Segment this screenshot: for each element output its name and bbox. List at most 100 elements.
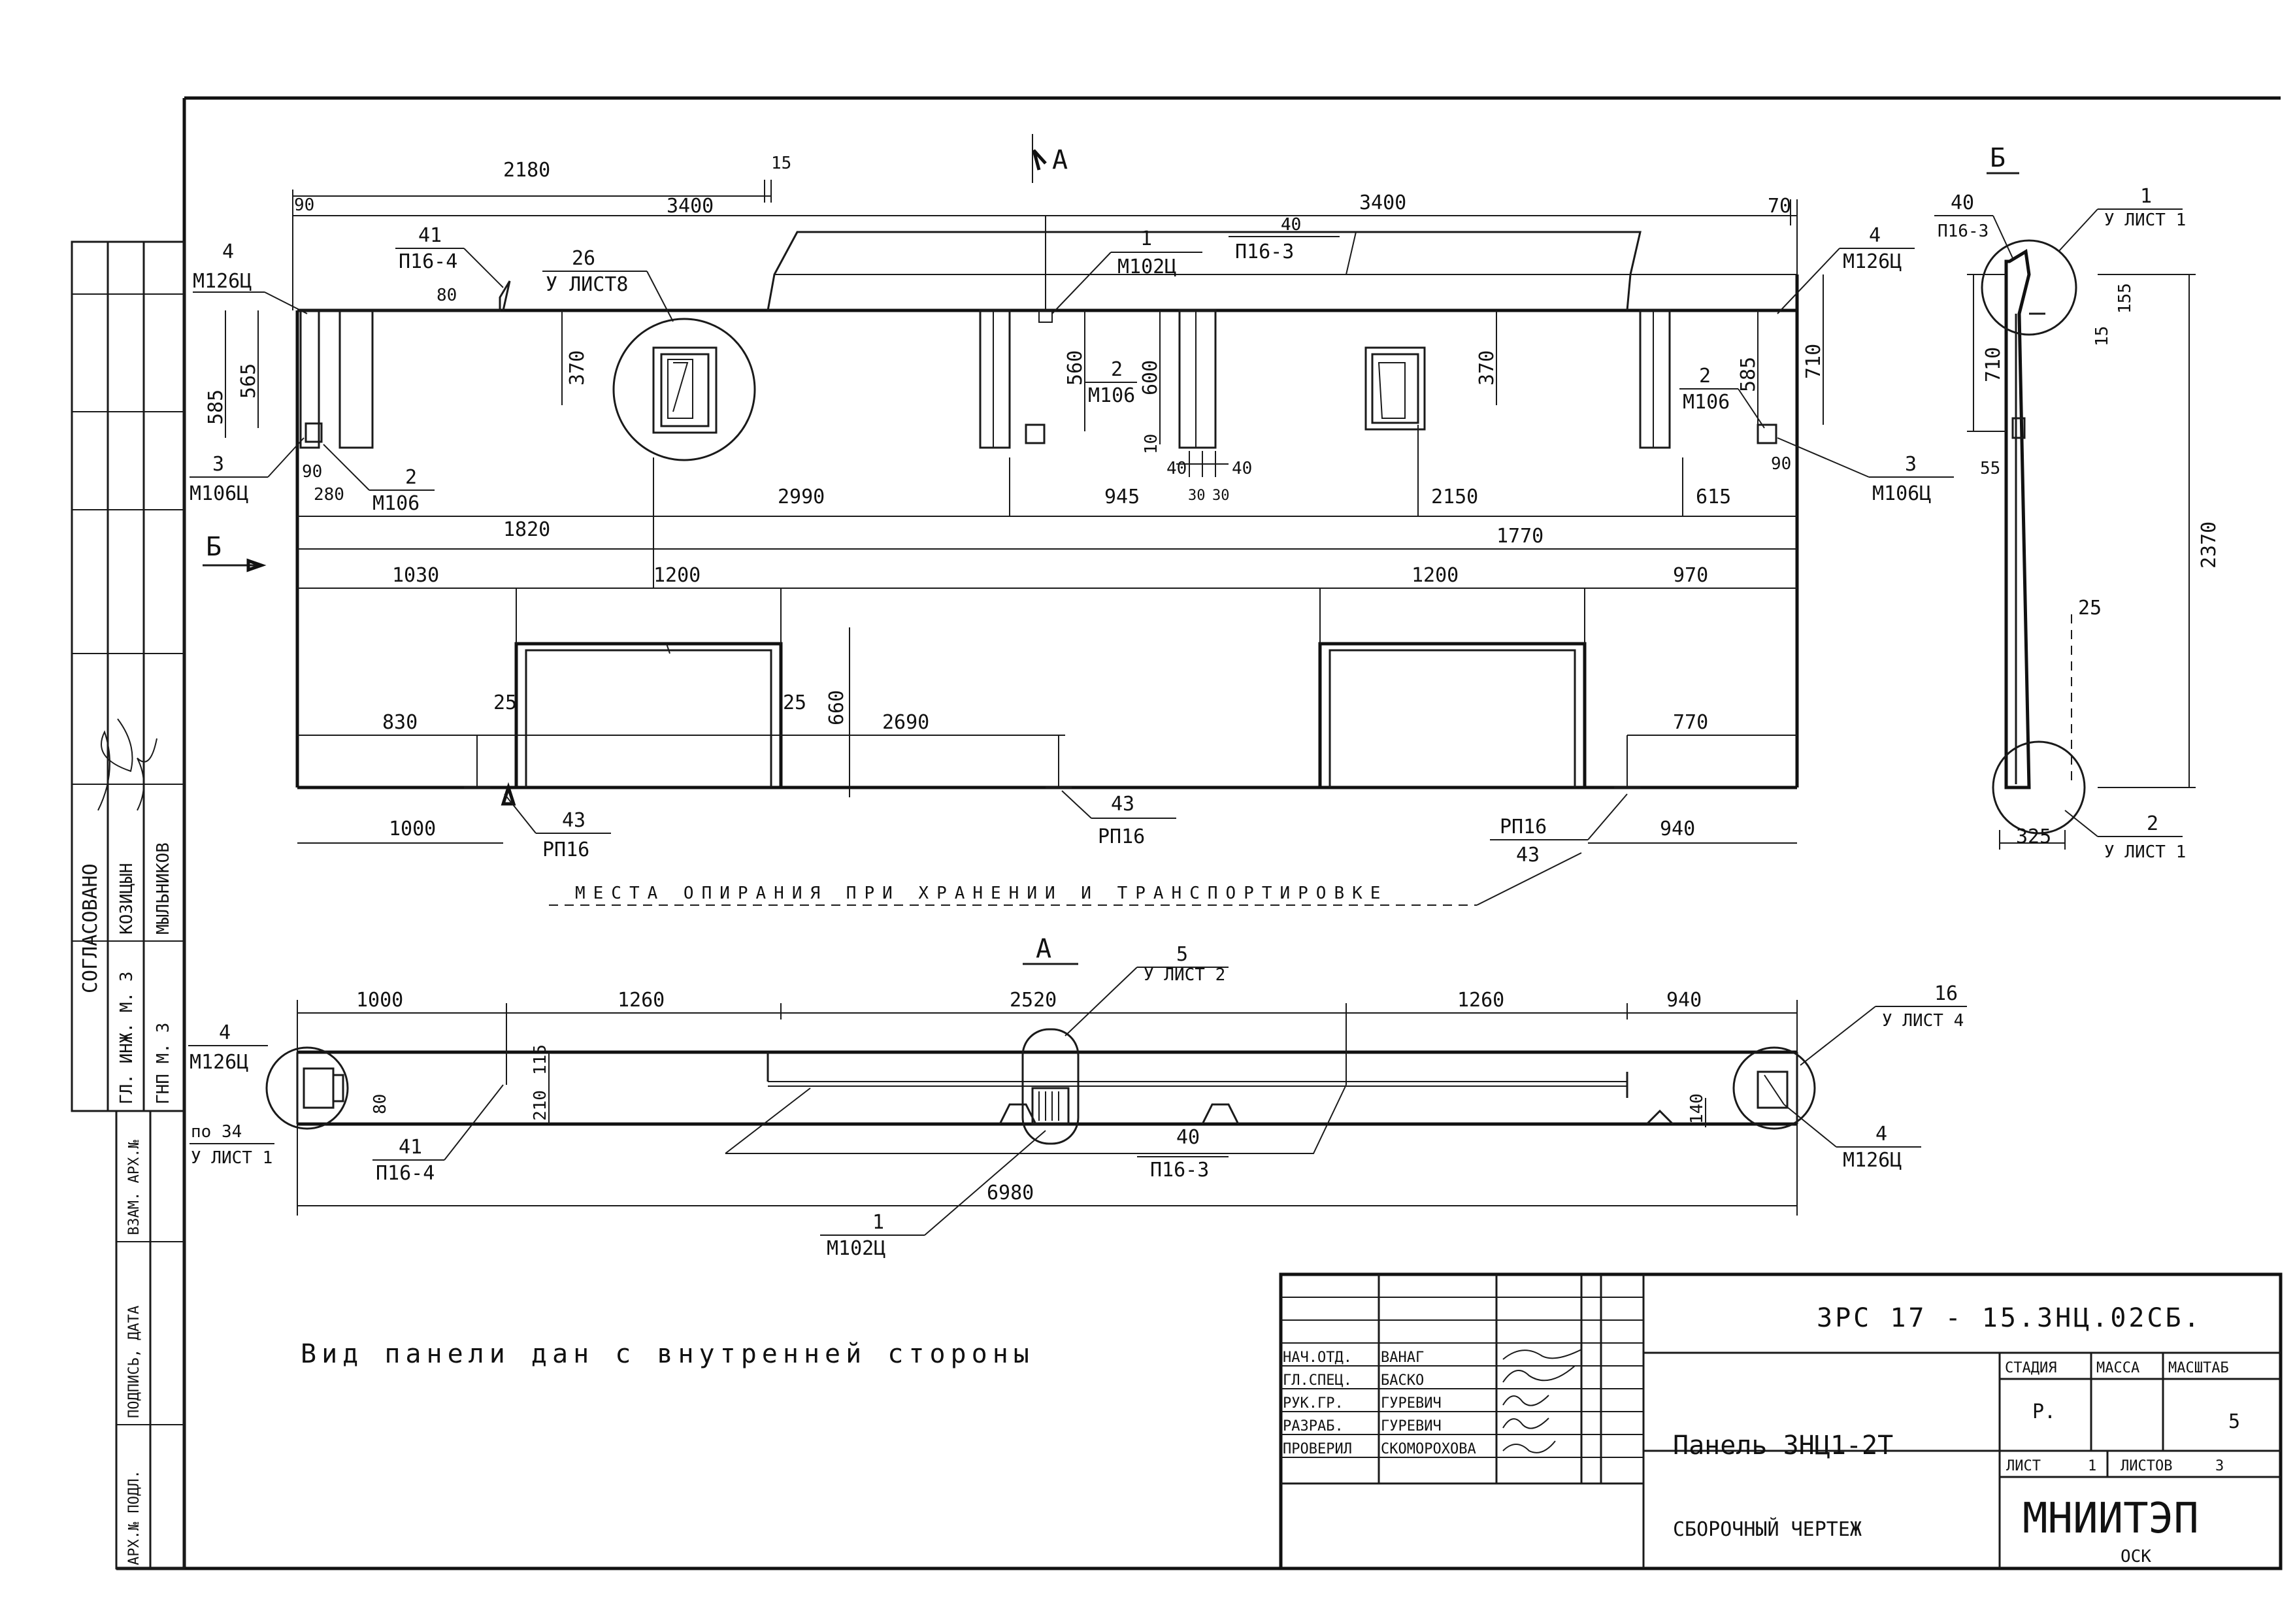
dim-1200b: 1200	[1412, 564, 1459, 587]
door-opening-left	[514, 642, 783, 787]
dim-3400b: 3400	[1359, 191, 1406, 214]
embed-plate-left	[305, 422, 323, 443]
plan-callout-1-code: М102Ц	[827, 1237, 885, 1260]
callout-43c-code: РП16	[1500, 816, 1547, 838]
callout-41-num: 41	[418, 224, 442, 247]
dim-2690: 2690	[882, 711, 929, 734]
dim-25b: 25	[783, 691, 806, 714]
side-callout-1-ref: У ЛИСТ 1	[2104, 210, 2186, 230]
plan-dim-1260a: 1260	[618, 989, 665, 1012]
plan-dim-1260b: 1260	[1457, 989, 1504, 1012]
dim-280: 280	[314, 485, 344, 505]
callout-41-code: П16-4	[399, 250, 457, 273]
tb-sheet-value: 1	[2088, 1458, 2096, 1474]
tb-signatures	[1502, 1349, 1582, 1453]
front-rib-right	[1639, 309, 1671, 449]
dim-1030: 1030	[392, 564, 439, 587]
callout-43b-code: РП16	[1098, 825, 1145, 848]
callout-3a-num: 3	[212, 453, 224, 476]
plan-callout-34-num: по 34	[191, 1122, 242, 1142]
side-detail-1-circle	[1981, 239, 2077, 336]
dim-710: 710	[1802, 344, 1825, 379]
tb-sheets-value: 3	[2215, 1458, 2224, 1474]
side-view: Б 40 П16-3 1 У ЛИСТ 1 155 15 710 55 2370…	[1934, 143, 2221, 862]
callout-2b-num: 2	[1111, 358, 1123, 381]
front-callouts: 4 М126Ц 41 П16-4 26 У ЛИСТ8 1 М102Ц 40 П…	[190, 215, 1954, 906]
tb-stage-value: Р.	[2032, 1400, 2056, 1423]
tb-code: 3РС 17 - 15.3НЦ.02СБ.	[1817, 1303, 2202, 1333]
callout-4b-code: М126Ц	[1843, 250, 1902, 273]
door-opening-right	[1318, 642, 1587, 787]
callout-4a-code: М126Ц	[193, 270, 252, 293]
callout-43a-num: 43	[562, 809, 586, 832]
tb-row3-role: РУК.ГР.	[1283, 1395, 1344, 1412]
front-rib-left	[299, 309, 374, 449]
plan-detail-16-circle	[1732, 1046, 1816, 1130]
plan-callout-4a-num: 4	[219, 1021, 231, 1044]
plan-dim-140: 140	[1687, 1093, 1707, 1124]
callout-40-num: 40	[1281, 215, 1301, 235]
dim-940: 940	[1660, 818, 1695, 840]
plan-callout-40-code: П16-3	[1150, 1159, 1209, 1182]
callout-43b-num: 43	[1111, 793, 1134, 816]
window-right	[1364, 346, 1426, 431]
dim-585b: 585	[1737, 357, 1760, 392]
plan-dim-80: 80	[371, 1094, 390, 1114]
dim-2150: 2150	[1431, 486, 1478, 508]
approval-row1-name: КОЗИЦЫН	[117, 863, 137, 935]
callout-4b-num: 4	[1869, 224, 1881, 247]
side-callout-2-ref: У ЛИСТ 1	[2104, 842, 2186, 862]
dim-15: 15	[771, 154, 791, 173]
callout-2c-num: 2	[1699, 365, 1711, 388]
side-callout-2-num: 2	[2147, 812, 2158, 835]
dim-2990: 2990	[778, 486, 825, 508]
tb-sheet-label: ЛИСТ	[2006, 1458, 2041, 1474]
dim-1820: 1820	[503, 518, 550, 541]
dim-1770: 1770	[1496, 525, 1544, 548]
tb-scale-value: 5	[2228, 1410, 2240, 1433]
dim-30: 30	[1188, 488, 1206, 504]
plan-dim-2520: 2520	[1010, 989, 1057, 1012]
dim-80: 80	[437, 286, 457, 305]
plan-callout-4b-num: 4	[1875, 1123, 1887, 1146]
plan-callout-5-ref: У ЛИСТ 2	[1144, 965, 1225, 985]
side-callout-40-code: П16-3	[1938, 222, 1989, 241]
approval-signature-1	[97, 718, 133, 811]
front-rib-center	[979, 309, 1217, 449]
callout-26-ref: У ЛИСТ8	[546, 273, 628, 296]
plan-view: А 1000 1260	[188, 934, 1967, 1260]
tb-row3-name: ГУРЕВИЧ	[1381, 1395, 1442, 1412]
section-a-label-plan: А	[1036, 934, 1051, 964]
plan-dim-6980: 6980	[987, 1182, 1034, 1204]
side-dim-325: 325	[2016, 825, 2051, 848]
side-dim-2370: 2370	[2198, 522, 2221, 569]
dim-3400a: 3400	[667, 195, 714, 218]
inv-label: АРХ.№ ПОДЛ.	[126, 1470, 142, 1565]
dim-25a: 25	[493, 691, 517, 714]
detail-26-circle	[612, 318, 756, 461]
plan-callout-40-num: 40	[1176, 1126, 1200, 1149]
callout-43c-num: 43	[1516, 844, 1540, 867]
front-dimensions: 2180 15 90 3400 40 3400 70 А 2990 945 21…	[203, 134, 1825, 844]
callout-3b-num: 3	[1905, 453, 1917, 476]
dim-945: 945	[1104, 486, 1140, 508]
dim-585a: 585	[205, 389, 227, 425]
swap-label: ВЗАМ. АРХ.№	[126, 1140, 142, 1235]
tb-row4-name: ГУРЕВИЧ	[1381, 1418, 1442, 1434]
section-b-label-left: Б	[206, 532, 222, 562]
dim-10: 10	[1142, 434, 1161, 454]
side-dim-710: 710	[1982, 347, 2005, 382]
section-a-label-top: А	[1052, 145, 1068, 175]
side-dim-25: 25	[2078, 597, 2102, 620]
side-dim-155: 155	[2115, 283, 2135, 314]
callout-1-code: М102Ц	[1117, 256, 1176, 278]
dim-565: 565	[237, 363, 260, 399]
title-block: НАЧ.ОТД. ВАНАГ ГЛ.СПЕЦ. БАСКО РУК.ГР. ГУ…	[1279, 1272, 2283, 1570]
tb-row5-role: ПРОВЕРИЛ	[1283, 1441, 1352, 1457]
dim-600: 600	[1139, 360, 1162, 395]
tb-doc-type: СБОРОЧНЫЙ ЧЕРТЕЖ	[1673, 1517, 1862, 1541]
dim-90b: 90	[1771, 454, 1791, 474]
plan-dim-210: 210	[531, 1090, 550, 1121]
tb-row1-name: ВАНАГ	[1381, 1350, 1424, 1366]
dim-90: 90	[294, 195, 314, 215]
